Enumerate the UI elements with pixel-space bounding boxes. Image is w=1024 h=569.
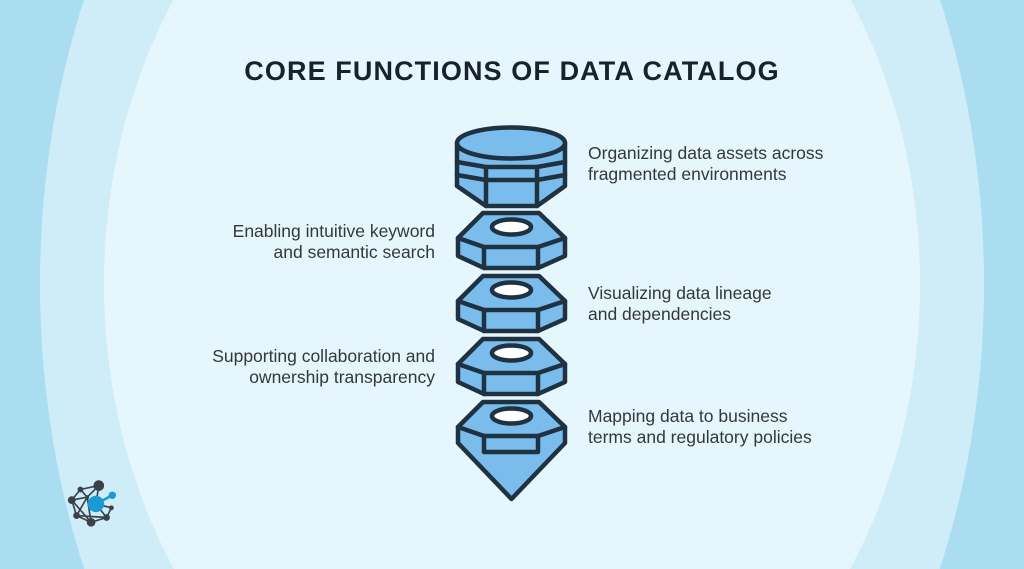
network-graph-logo [67,480,117,527]
hex-nut-icon [455,210,568,271]
funnel-label-mapping: Mapping data to business terms and regul… [588,406,888,447]
logo-blue-node [87,495,105,513]
funnel-label-search: Enabling intuitive keyword and semantic … [150,221,435,262]
logo-nodes [67,480,117,527]
label-line: Supporting collaboration and [212,346,435,366]
hex-nut-funnel-tip-icon [455,399,568,502]
label-line: Enabling intuitive keyword [232,221,435,241]
label-line: Visualizing data lineage [588,283,772,303]
label-line: and dependencies [588,303,732,324]
hex-nut-icon [455,273,568,334]
label-line: ownership transparency [249,366,435,387]
funnel-stack-graphic [454,125,568,502]
funnel-label-lineage: Visualizing data lineage and dependencie… [588,283,888,324]
label-line: and semantic search [273,241,435,262]
page-title: CORE FUNCTIONS OF DATA CATALOG [244,56,780,86]
stacked-disc-icon [454,125,568,209]
label-line: terms and regulatory policies [588,426,812,447]
logo-blue-satellite [108,491,117,499]
label-line: Organizing data assets across [588,143,824,163]
funnel-label-organizing: Organizing data assets across fragmented… [588,143,888,184]
label-line: fragmented environments [588,163,787,184]
funnel-label-collaboration: Supporting collaboration and ownership t… [150,346,435,387]
hex-nut-icon [455,336,568,397]
label-line: Mapping data to business [588,406,788,426]
